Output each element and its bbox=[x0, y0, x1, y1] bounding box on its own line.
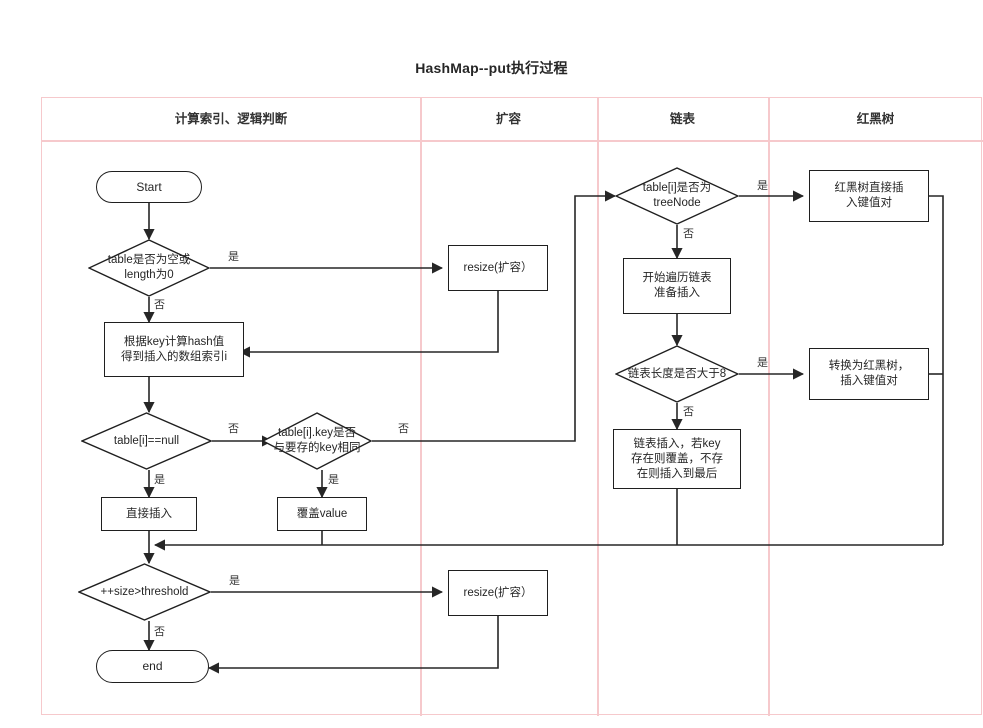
edge-label-len8-no: 否 bbox=[683, 406, 694, 418]
node-table-i-null[interactable]: table[i]==null bbox=[81, 412, 212, 470]
lane-header-rule bbox=[42, 140, 983, 142]
node-direct-insert[interactable]: 直接插入 bbox=[101, 497, 197, 531]
diamond-shape bbox=[262, 412, 372, 470]
edge-label-empty-yes: 是 bbox=[228, 251, 239, 263]
edge-label-len8-yes: 是 bbox=[757, 357, 768, 369]
diamond-shape bbox=[88, 239, 210, 297]
diamond-shape bbox=[615, 345, 739, 403]
lane-divider-2 bbox=[597, 98, 599, 716]
diamond-shape bbox=[615, 167, 739, 225]
node-table-empty-check[interactable]: table是否为空或 length为0 bbox=[88, 239, 210, 297]
node-size-threshold[interactable]: ++size>threshold bbox=[78, 563, 211, 621]
edge-label-keysame-yes: 是 bbox=[328, 474, 339, 486]
lane-divider-1 bbox=[420, 98, 422, 716]
node-is-treenode[interactable]: table[i]是否为 treeNode bbox=[615, 167, 739, 225]
node-key-same-check[interactable]: table[i].key是否 与要存的key相同 bbox=[262, 412, 372, 470]
edge-label-treenode-yes: 是 bbox=[757, 180, 768, 192]
lane-divider-3 bbox=[768, 98, 770, 716]
lane-header-index-logic: 计算索引、逻辑判断 bbox=[174, 112, 288, 126]
node-convert-to-tree[interactable]: 转换为红黑树， 插入键值对 bbox=[809, 348, 929, 400]
node-start[interactable]: Start bbox=[96, 171, 202, 203]
lane-header-redblacktree: 红黑树 bbox=[856, 112, 895, 126]
node-overwrite-value[interactable]: 覆盖value bbox=[277, 497, 367, 531]
node-compute-hash[interactable]: 根据key计算hash值 得到插入的数组索引i bbox=[104, 322, 244, 377]
diamond-shape bbox=[81, 412, 212, 470]
edge-label-threshold-yes: 是 bbox=[229, 575, 240, 587]
node-list-len-gt8[interactable]: 链表长度是否大于8 bbox=[615, 345, 739, 403]
edge-label-threshold-no: 否 bbox=[154, 626, 165, 638]
node-resize-bottom[interactable]: resize(扩容） bbox=[448, 570, 548, 616]
edge-label-tablei-yes: 是 bbox=[154, 474, 165, 486]
lane-header-linkedlist: 链表 bbox=[669, 112, 695, 126]
node-end[interactable]: end bbox=[96, 650, 209, 683]
node-tree-direct-insert[interactable]: 红黑树直接插 入键值对 bbox=[809, 170, 929, 222]
node-traverse-list[interactable]: 开始遍历链表 准备插入 bbox=[623, 258, 731, 314]
node-list-insert[interactable]: 链表插入，若key 存在则覆盖，不存 在则插入到最后 bbox=[613, 429, 741, 489]
edge-label-tablei-no: 否 bbox=[228, 423, 239, 435]
page-title: HashMap--put执行过程 bbox=[415, 60, 568, 76]
edge-label-keysame-no: 否 bbox=[398, 423, 409, 435]
edge-label-empty-no: 否 bbox=[154, 299, 165, 311]
node-resize-top[interactable]: resize(扩容） bbox=[448, 245, 548, 291]
lane-header-resize: 扩容 bbox=[495, 112, 521, 126]
edge-label-treenode-no: 否 bbox=[683, 228, 694, 240]
diamond-shape bbox=[78, 563, 211, 621]
